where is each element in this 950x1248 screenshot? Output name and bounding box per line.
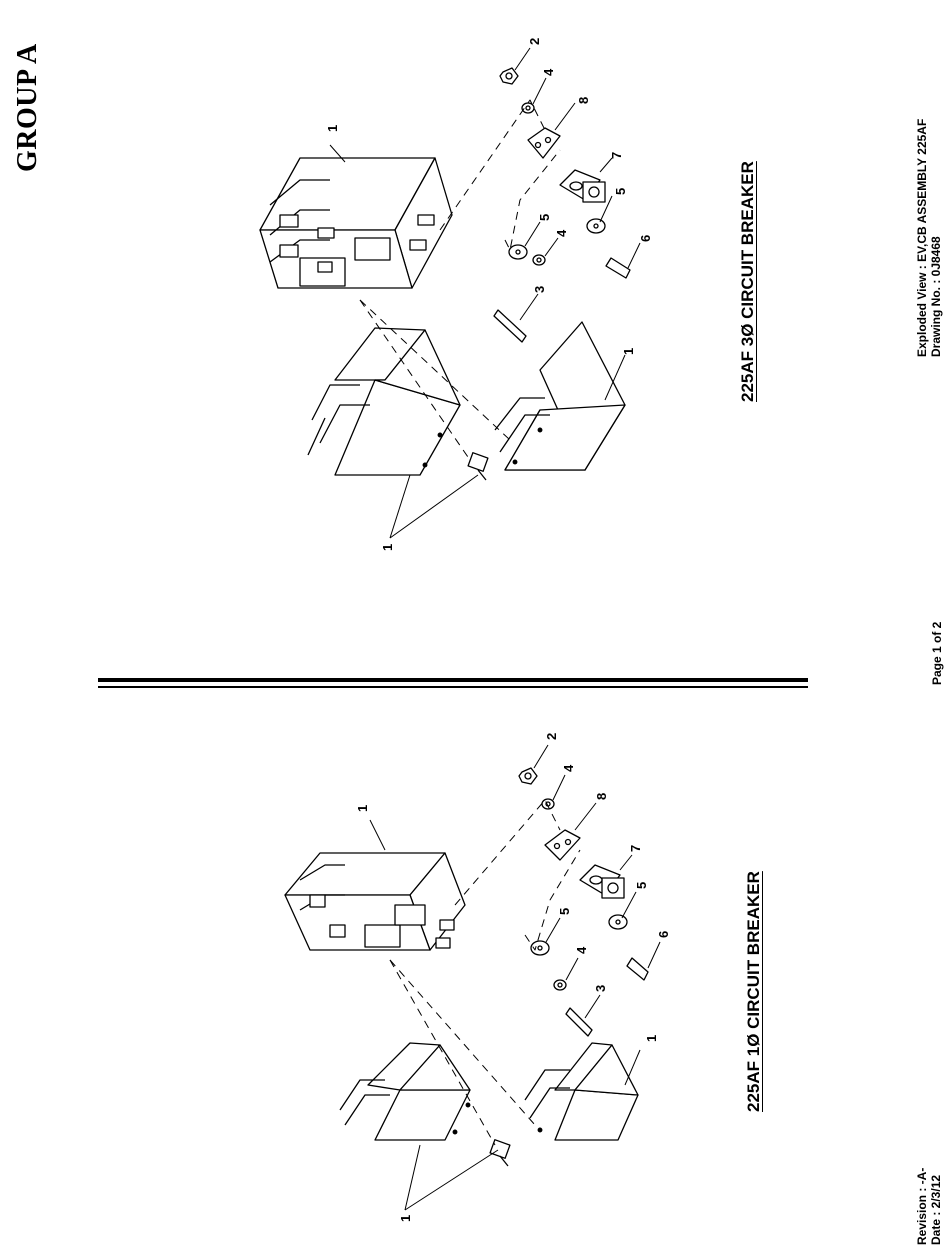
- callout-1-body: 1: [355, 805, 370, 812]
- callout-6: 6: [638, 235, 653, 242]
- callout-5-lower: 5: [634, 882, 649, 889]
- terminal-plate-1-phase: [545, 830, 580, 860]
- callout-7: 7: [609, 152, 624, 159]
- callout-5-upper: 5: [557, 908, 572, 915]
- callout-1-cover-lower: 1: [621, 348, 636, 355]
- callout-1-body: 1: [325, 125, 340, 132]
- lug-1-phase: [580, 865, 624, 898]
- callout-2: 2: [544, 733, 559, 740]
- breaker-body-3-phase: [260, 158, 452, 288]
- bolt-3-phase: [468, 453, 488, 480]
- lug-3-phase: [560, 170, 605, 202]
- callout-6: 6: [656, 931, 671, 938]
- terminal-cover-upper-1-phase: [340, 1043, 470, 1140]
- callout-3: 3: [593, 985, 608, 992]
- hex-nut-1-phase: [519, 768, 537, 784]
- screw-3-phase: [494, 258, 630, 342]
- callouts-1-phase: 1 1 1 2 3 4 4 5 5 6 7 8: [355, 733, 671, 1222]
- terminal-plate-3-phase: [528, 128, 560, 158]
- callout-7: 7: [628, 845, 643, 852]
- diagram-3-phase: [260, 48, 640, 538]
- callout-1-cover-upper: 1: [380, 544, 395, 551]
- callout-4-upper: 4: [561, 764, 576, 772]
- hex-nut-3-phase: [500, 68, 518, 84]
- callout-1-cover-lower: 1: [644, 1035, 659, 1042]
- callout-3: 3: [532, 286, 547, 293]
- terminal-cover-lower-1-phase: [525, 1043, 638, 1140]
- terminal-cover-lower-3-phase: [495, 322, 625, 470]
- callout-8: 8: [594, 793, 609, 800]
- lock-washer-1-phase: [542, 799, 566, 990]
- screw-1-phase: [566, 958, 648, 1036]
- section-divider: [98, 680, 808, 687]
- callout-4-lower: 4: [574, 946, 589, 954]
- breaker-body-1-phase: [285, 853, 465, 950]
- lock-washer-3-phase: [522, 103, 545, 265]
- callout-1-cover-upper: 1: [398, 1215, 413, 1222]
- callout-8: 8: [576, 97, 591, 104]
- callout-5-upper: 5: [537, 214, 552, 221]
- terminal-cover-upper-3-phase: [308, 328, 460, 475]
- diagram-1-phase: [285, 745, 660, 1210]
- callout-2: 2: [527, 38, 542, 45]
- callout-4-upper: 4: [541, 68, 556, 76]
- callout-4-lower: 4: [554, 229, 569, 237]
- callout-5-lower: 5: [613, 188, 628, 195]
